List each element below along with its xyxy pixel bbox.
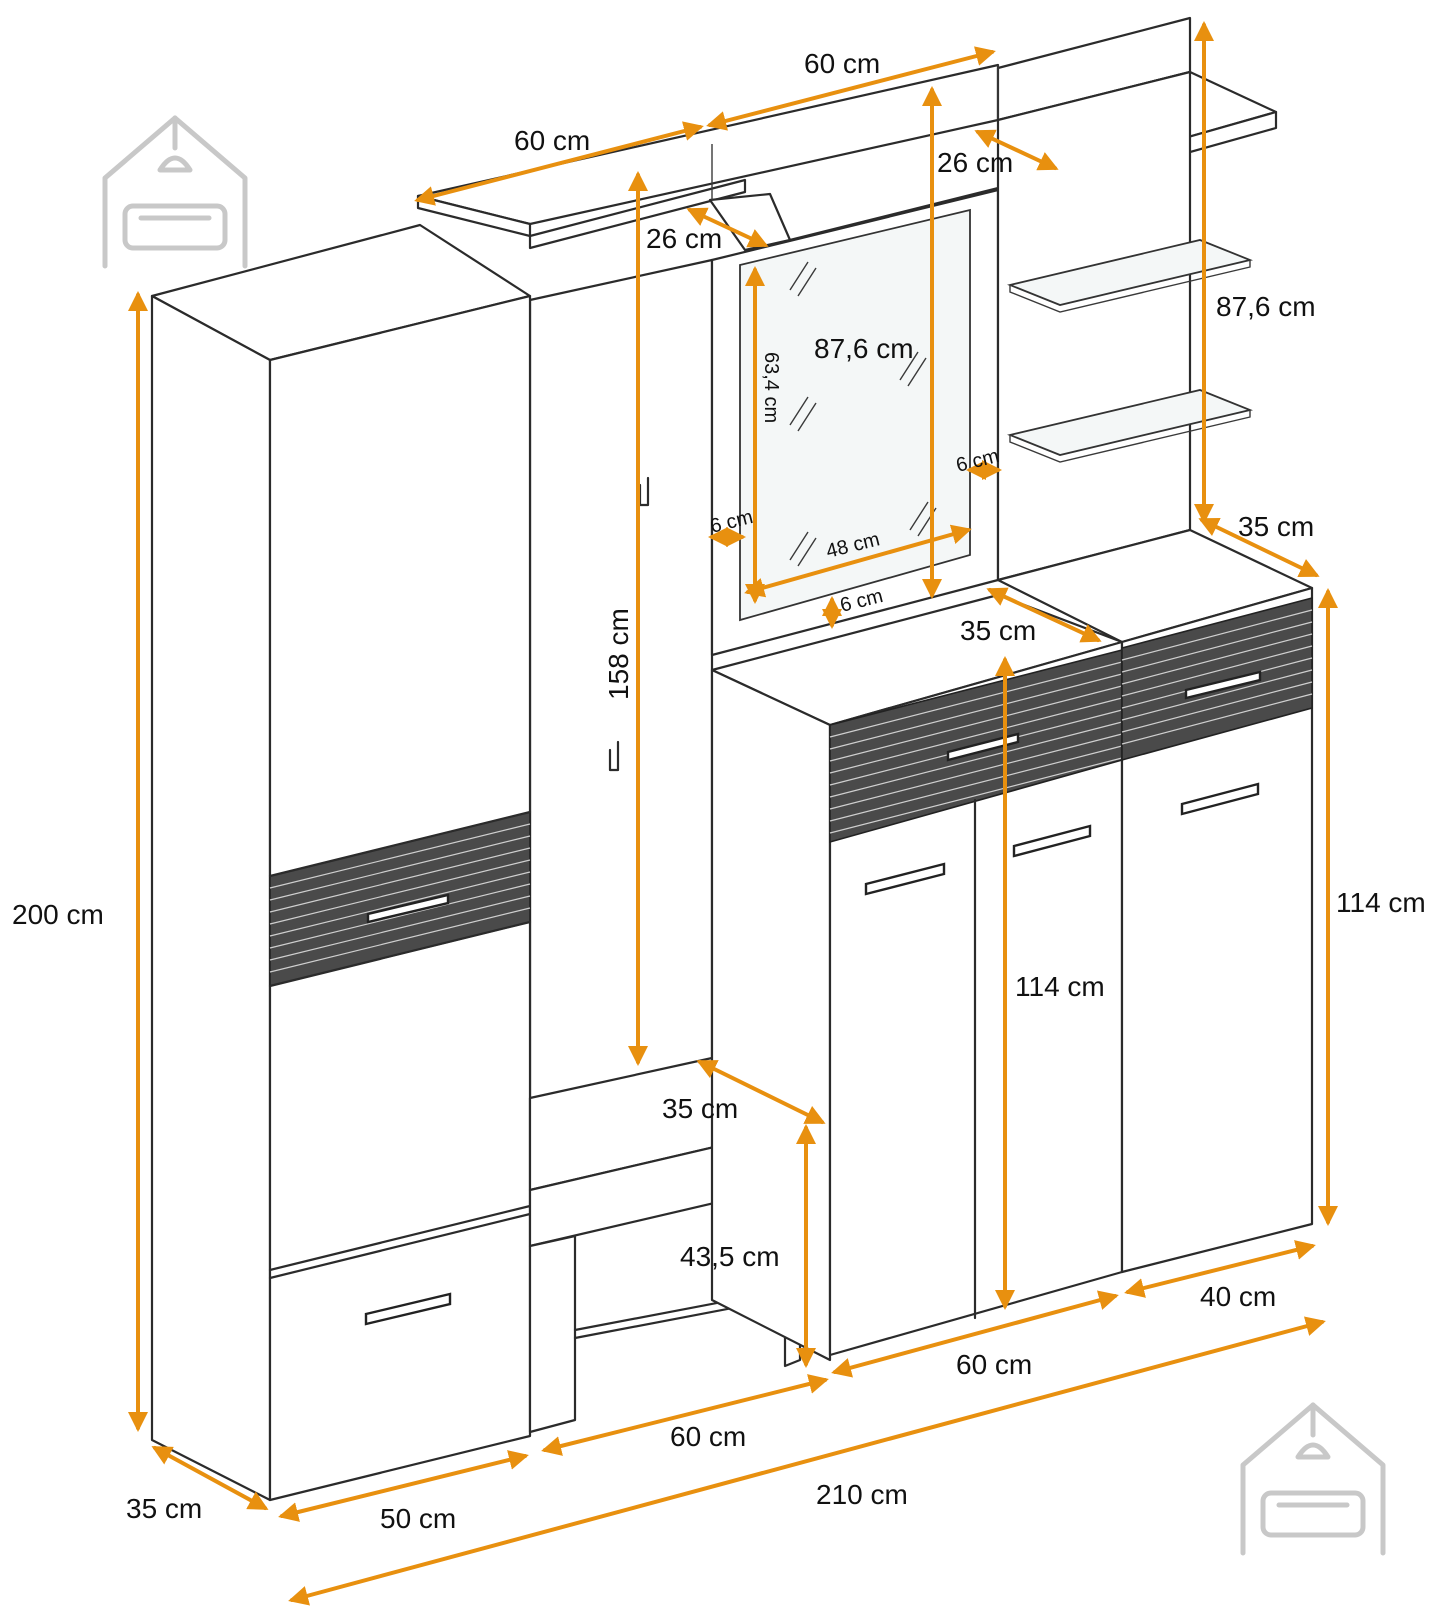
house-sofa-logo-icon (102, 115, 248, 269)
dimension-lines (128, 20, 1338, 1606)
shoe-cabinet-large (710, 593, 1124, 1362)
label-top-shelf-left-depth: 26 cm (646, 223, 722, 254)
label-wardrobe-depth: 35 cm (126, 1493, 202, 1524)
label-bench-height: 43,5 cm (680, 1241, 780, 1272)
label-total-width: 210 cm (816, 1479, 908, 1510)
label-bench-depth: 35 cm (662, 1093, 738, 1124)
label-shoe-cabinet-height-side: 114 cm (1336, 887, 1426, 918)
label-mirror-height-outer: 87,6 cm (814, 333, 914, 364)
glass-shelf-panel (996, 70, 1253, 582)
label-shoe-cabinet-height-front: 114 cm (1015, 971, 1105, 1002)
label-bench-width: 60 cm (670, 1421, 746, 1452)
label-mirror-height-inner: 63,4 cm (760, 352, 782, 423)
drawer-handle-icon (366, 893, 450, 924)
label-shoe-cabinet-depth: 35 cm (960, 615, 1036, 646)
label-hook-panel-height: 158 cm (603, 608, 634, 700)
label-top-shelf-right-depth: 26 cm (937, 147, 1013, 178)
label-glass-shelf-panel-height: 87,6 cm (1216, 291, 1316, 322)
door-handle-icon (1180, 782, 1260, 816)
door-handle-icon (864, 862, 946, 896)
house-sofa-logo-icon (1240, 1402, 1386, 1556)
drawer-handle-icon (1184, 670, 1262, 700)
label-glass-cabinet-depth: 35 cm (1238, 511, 1314, 542)
wardrobe (150, 223, 532, 1502)
label-shoe-cabinet-width: 60 cm (956, 1349, 1032, 1380)
label-top-shelf-left-width: 60 cm (514, 125, 590, 156)
label-small-cabinet-width: 40 cm (1200, 1281, 1276, 1312)
label-wardrobe-width: 50 cm (380, 1503, 456, 1534)
coat-hook-icon (608, 740, 620, 772)
label-top-shelf-mid-width: 60 cm (804, 48, 880, 79)
label-wardrobe-height: 200 cm (12, 899, 104, 930)
